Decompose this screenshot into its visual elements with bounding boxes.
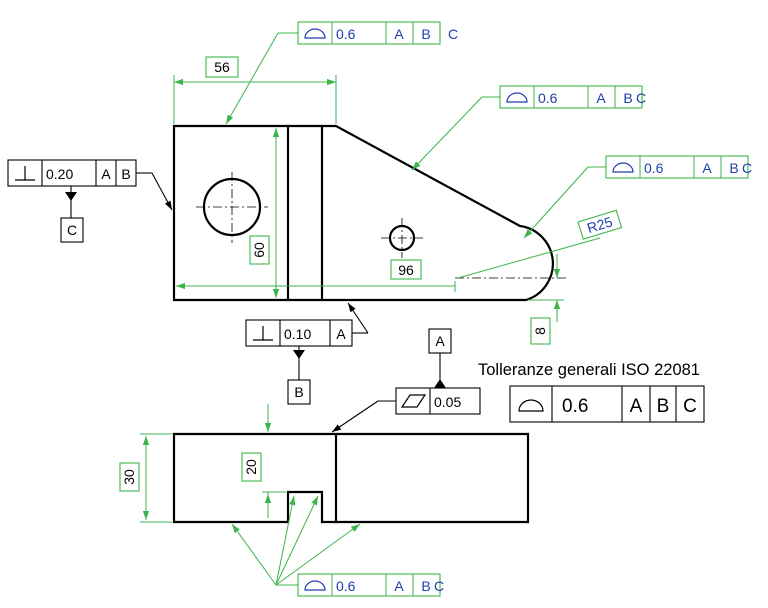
profile-datum-b: B — [421, 578, 430, 594]
perpendicularity-frame-bottom: 0.10 A — [245, 319, 353, 347]
general-datum-a: A — [630, 396, 643, 417]
front-view-outline — [172, 432, 530, 524]
profile-datum-a: A — [394, 26, 404, 42]
datum-c-feature: C — [60, 186, 84, 243]
profile-tolerance: 0.6 — [336, 578, 356, 594]
dimension-width-top: 56 — [173, 56, 337, 124]
perpendicularity-icon — [253, 326, 273, 341]
profile-datum-c: C — [448, 26, 458, 42]
profile-datum-c: C — [742, 160, 752, 176]
perpendicularity-frame-left: 0.20 A B — [7, 159, 137, 187]
dim-20-label: 20 — [243, 459, 259, 475]
profile-frame-bottom: 0.6 A B C — [297, 573, 444, 597]
profile-datum-b: B — [729, 160, 738, 176]
dimension-slot-depth: 20 — [241, 404, 286, 518]
profile-of-surface-icon — [304, 28, 326, 39]
perpendicularity-icon — [15, 166, 35, 181]
general-datum-c: C — [683, 396, 697, 417]
dim-30-label: 30 — [121, 469, 137, 485]
dimension-offset-right: 8 — [528, 254, 564, 345]
radius-label: R25 — [585, 213, 614, 236]
perp-left-datum-b: B — [121, 166, 130, 182]
dim-60-label: 60 — [251, 242, 267, 258]
perp-bottom-datum-a: A — [336, 326, 346, 342]
profile-of-surface-icon — [506, 92, 528, 103]
dim-8-label: 8 — [532, 327, 548, 335]
datum-a-feature: A — [428, 328, 452, 388]
profile-datum-c: C — [636, 90, 646, 106]
flatness-icon — [400, 394, 427, 408]
top-view — [172, 124, 566, 302]
profile-of-surface-icon — [518, 399, 544, 412]
profile-datum-a: A — [596, 90, 606, 106]
front-view — [172, 432, 530, 524]
profile-tolerance: 0.6 — [644, 160, 664, 176]
datum-b-feature: B — [287, 346, 311, 405]
datum-c-label: C — [67, 222, 77, 238]
dimension-height-left: 60 — [249, 128, 280, 298]
dimension-thickness: 30 — [119, 433, 172, 523]
dimension-radius: R25 — [457, 209, 623, 279]
profile-frame-slope: 0.6 A B C — [499, 85, 646, 109]
dim-96-label: 96 — [398, 262, 414, 278]
profile-datum-b: B — [421, 26, 430, 42]
general-tolerance-frame: 0.6 A B C — [509, 385, 705, 423]
profile-datum-a: A — [702, 160, 712, 176]
profile-of-surface-icon — [304, 580, 326, 591]
profile-frame-top: 0.6 A B C — [297, 21, 458, 45]
top-view-outline — [172, 124, 554, 302]
datum-a-label: A — [435, 333, 445, 349]
profile-of-surface-icon — [612, 162, 634, 173]
perp-bottom-tolerance: 0.10 — [284, 326, 311, 342]
profile-frame-arc: 0.6 A B C — [605, 155, 752, 179]
dimension-length-total: 96 — [176, 259, 456, 292]
general-datum-b: B — [657, 396, 670, 417]
datum-b-label: B — [294, 384, 303, 400]
profile-tolerance: 0.6 — [336, 26, 356, 42]
perp-left-datum-a: A — [101, 166, 111, 182]
profile-tolerance: 0.6 — [538, 90, 558, 106]
perp-left-tolerance: 0.20 — [46, 166, 73, 182]
general-tolerance-value: 0.6 — [562, 396, 588, 417]
profile-datum-b: B — [623, 90, 632, 106]
flatness-tolerance: 0.05 — [434, 394, 461, 410]
dim-56-label: 56 — [214, 59, 230, 75]
flatness-frame: 0.05 — [395, 387, 481, 415]
profile-datum-a: A — [394, 578, 404, 594]
general-tolerance-title: Tolleranze generali ISO 22081 — [478, 361, 700, 379]
profile-datum-c: C — [434, 578, 444, 594]
